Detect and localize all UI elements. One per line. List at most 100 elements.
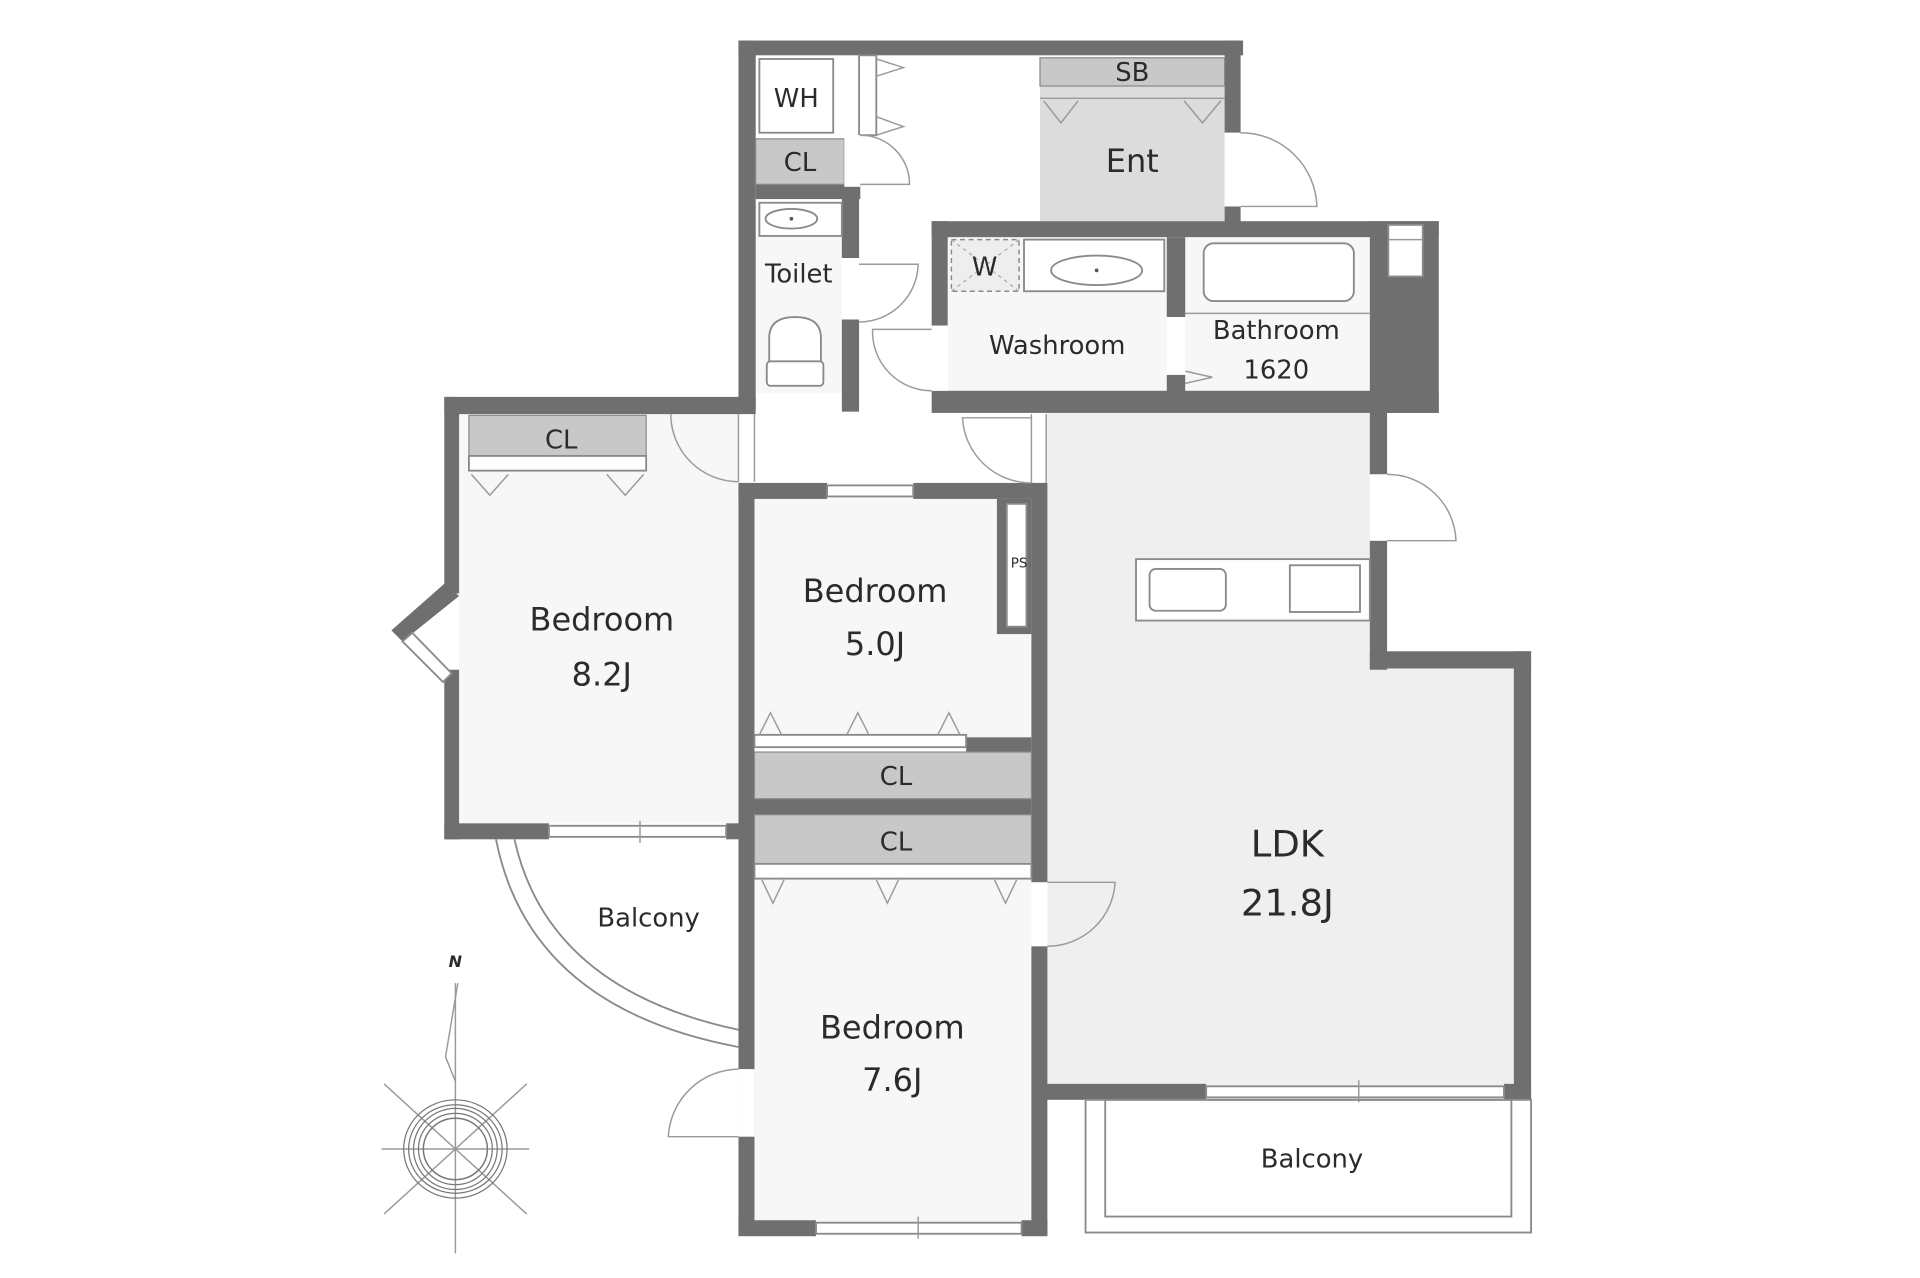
wall xyxy=(1369,412,1388,475)
bathroom-name: Bathroom xyxy=(1213,316,1340,346)
wall xyxy=(1021,1220,1048,1237)
wh-box xyxy=(758,58,835,134)
door-entrance xyxy=(1224,131,1318,208)
walls xyxy=(391,40,1532,1237)
wall xyxy=(1031,482,1048,883)
ps-label: PS xyxy=(1011,556,1028,572)
door-toilet xyxy=(841,258,919,323)
door-ldk-east xyxy=(1369,473,1457,542)
cl-bedroom-west xyxy=(468,414,647,457)
fixtures: W xyxy=(758,201,1424,622)
wall xyxy=(931,221,948,326)
washer-label: W xyxy=(972,252,998,282)
ldk-floor-east xyxy=(1368,663,1517,1088)
wall xyxy=(738,40,756,410)
wh-label: WH xyxy=(774,84,819,114)
entrance-name: Ent xyxy=(1106,142,1159,180)
bedroom-center-floor xyxy=(754,497,1032,738)
ldk-name: LDK xyxy=(1251,823,1325,866)
wall xyxy=(738,482,755,1235)
balcony-west-name: Balcony xyxy=(597,904,699,934)
wall xyxy=(841,319,860,412)
wall-bay xyxy=(391,583,460,642)
compass-icon: N xyxy=(381,952,530,1254)
door-wh-closet xyxy=(858,54,906,137)
entrance-floor xyxy=(1040,86,1225,222)
room-labels: LDK 21.8J Bedroom 8.2J Bedroom 5.0J Bedr… xyxy=(529,142,1363,1174)
wall xyxy=(738,1220,816,1237)
ps-shaft xyxy=(1005,502,1028,628)
wall xyxy=(1369,651,1532,669)
bedroom-west-name: Bedroom xyxy=(529,600,674,638)
cl-hall-label: CL xyxy=(784,148,817,178)
sb-box xyxy=(1039,57,1226,87)
bedroom-center-size: 5.0J xyxy=(845,625,905,663)
bedroom-south-floor xyxy=(754,872,1032,1223)
cl-bedroom-center-label: CL xyxy=(880,762,913,792)
bathtub-icon xyxy=(1202,242,1355,302)
kitchen-sink-icon xyxy=(1148,568,1227,612)
washer-space xyxy=(950,238,1020,292)
window-bedroom-west xyxy=(548,820,728,843)
ldk-floor xyxy=(1046,411,1373,1088)
wall xyxy=(444,823,549,840)
wall xyxy=(1224,40,1241,133)
doors xyxy=(667,54,1457,1138)
bathroom-size: 1620 xyxy=(1243,356,1309,386)
wall xyxy=(931,390,1439,413)
wall xyxy=(1369,540,1388,670)
window-bedroom-south xyxy=(815,1216,1023,1239)
cl-bedroom-west-label: CL xyxy=(545,426,578,456)
cl-bedroom-center xyxy=(753,751,1032,800)
toilet-bowl-icon xyxy=(768,316,822,364)
washroom-name: Washroom xyxy=(989,331,1125,361)
bedroom-south-name: Bedroom xyxy=(820,1008,965,1046)
wall xyxy=(913,482,1047,499)
door-ldk-hall xyxy=(961,414,1047,484)
windows xyxy=(401,484,1505,1239)
toilet-name: Toilet xyxy=(764,260,833,290)
wall xyxy=(1504,1083,1532,1100)
balcony-south-name: Balcony xyxy=(1261,1144,1363,1174)
compass-north-label: N xyxy=(449,952,463,971)
wall xyxy=(1031,946,1048,1235)
ldk-size: 21.8J xyxy=(1241,882,1334,925)
wall xyxy=(444,396,756,415)
door-bedroom-south xyxy=(1031,881,1116,947)
wall xyxy=(1046,1083,1207,1100)
bedroom-south-size: 7.6J xyxy=(862,1061,922,1099)
sb-label: SB xyxy=(1115,58,1149,88)
wall xyxy=(1513,651,1532,1100)
wall xyxy=(444,669,460,840)
wall xyxy=(966,737,1032,753)
cl-bedroom-south xyxy=(753,814,1032,865)
door-bedroom-west xyxy=(670,414,756,483)
balconies xyxy=(495,839,1532,1234)
wall xyxy=(755,184,861,200)
bedroom-center-name: Bedroom xyxy=(803,572,948,610)
wall xyxy=(1166,237,1186,318)
wall xyxy=(738,482,828,499)
wall xyxy=(841,184,860,259)
wall xyxy=(754,798,1032,815)
window-bay xyxy=(401,631,453,684)
door-washroom xyxy=(871,325,948,392)
cl-bedroom-south-label: CL xyxy=(880,827,913,857)
window-bedroom-center xyxy=(826,484,915,498)
window-ldk xyxy=(1205,1080,1505,1103)
cl-hall xyxy=(755,138,845,185)
wall xyxy=(931,221,1439,238)
wall xyxy=(738,40,1244,56)
door-bathroom xyxy=(1166,317,1186,375)
floors xyxy=(459,86,1517,1223)
balcony-west-rail xyxy=(495,839,739,1048)
wall xyxy=(1166,374,1186,394)
bedroom-west-size: 8.2J xyxy=(572,656,632,694)
door-cl-hall xyxy=(844,134,911,187)
storage: WH CL SB CL CL CL PS xyxy=(468,57,1226,905)
wall xyxy=(1224,206,1241,225)
door-balcony-west xyxy=(667,1068,755,1138)
bedroom-west-floor xyxy=(459,414,739,824)
wall xyxy=(444,396,460,594)
